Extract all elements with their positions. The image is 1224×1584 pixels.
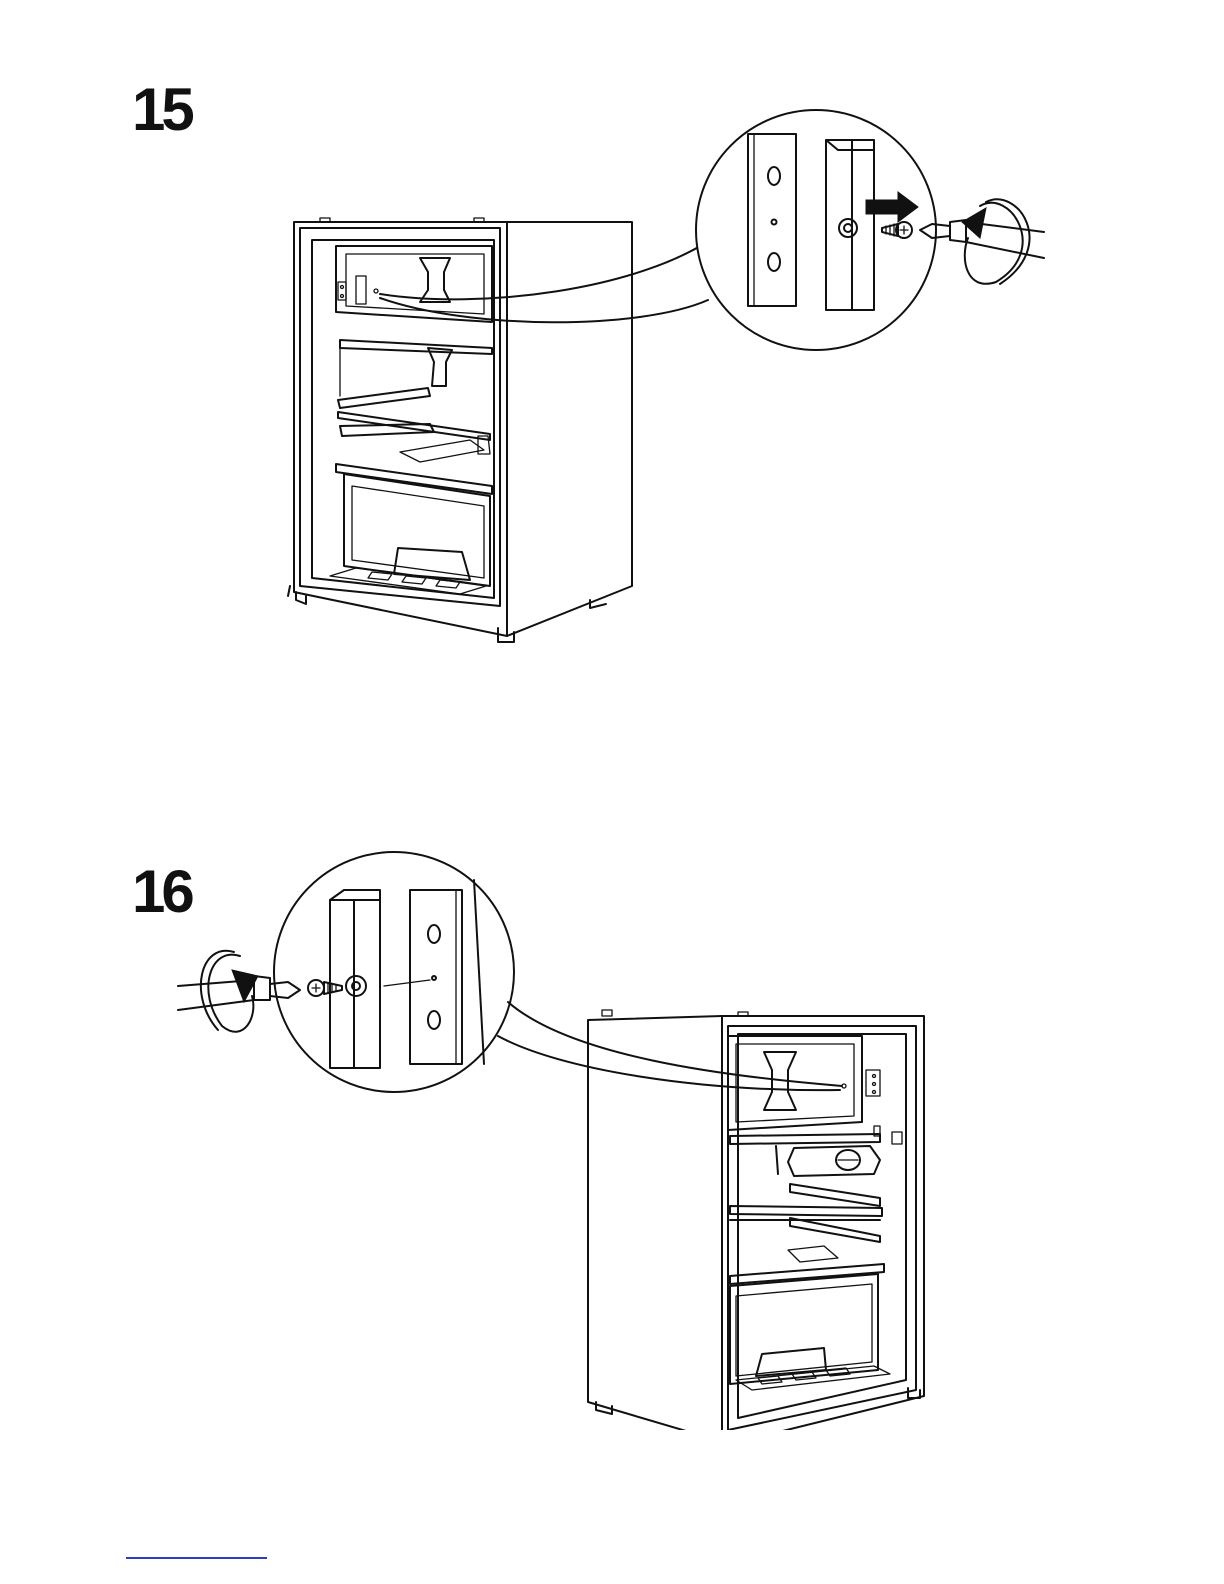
rotate-clockwise-icon: [201, 951, 258, 1032]
step-15-illustration: [0, 0, 1224, 720]
zoom-detail-hinge: [696, 110, 1044, 350]
footer-rule: [126, 1557, 267, 1559]
rotate-counterclockwise-icon: [962, 199, 1030, 284]
fridge-open-front: [588, 1010, 924, 1430]
zoom-detail-hinge: [178, 852, 514, 1092]
step-16-illustration: [0, 830, 1224, 1430]
fridge-open-front: [288, 218, 632, 642]
